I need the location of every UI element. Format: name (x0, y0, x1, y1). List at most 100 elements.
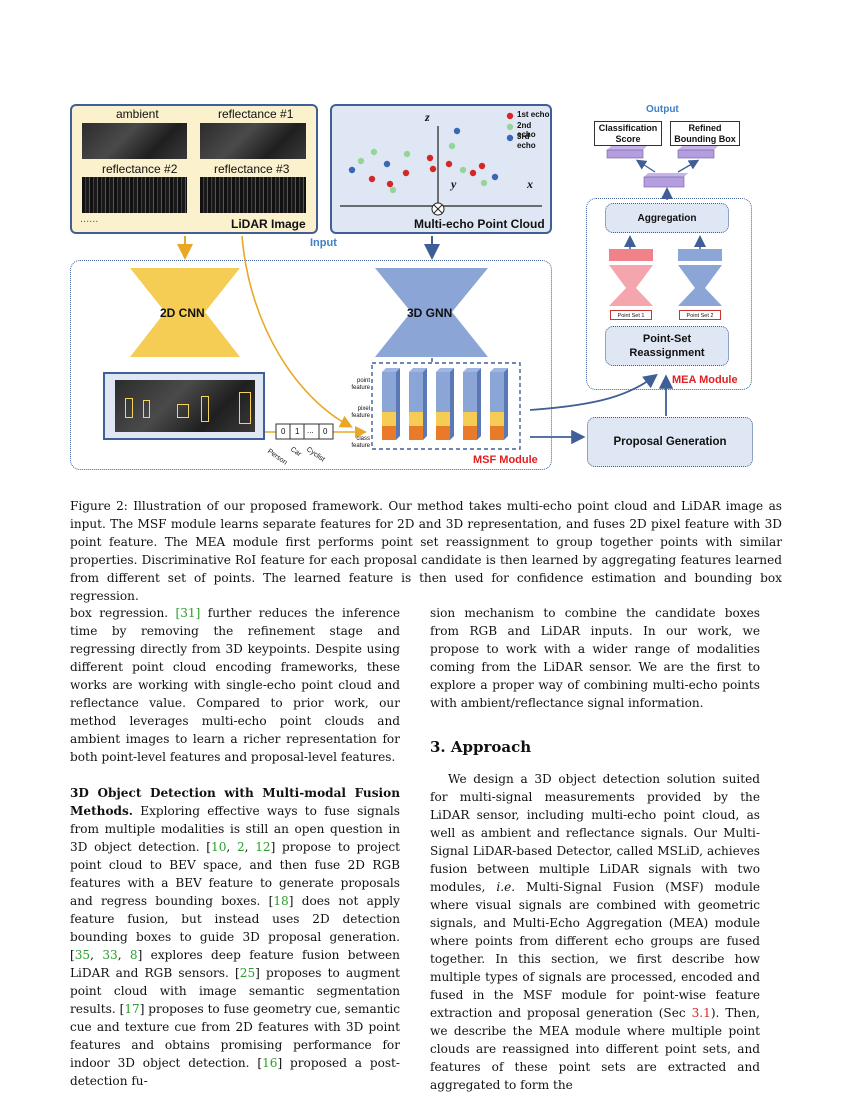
class-value-dots: ... (307, 426, 314, 435)
right-paragraph-1: sion mechanism to combine the candidate … (430, 606, 760, 710)
ambient-image (82, 123, 187, 159)
echo-point (448, 142, 456, 150)
detection-image-panel (103, 372, 265, 440)
echo-point (386, 180, 394, 188)
point-set-1-top (609, 249, 653, 261)
aggregation-box: Aggregation (605, 203, 729, 233)
detection-box (201, 396, 209, 422)
figure-caption: Figure 2: Illustration of our proposed f… (70, 499, 782, 603)
left-column: box regression. [31] further reduces the… (70, 604, 400, 1090)
detection-box (143, 400, 150, 418)
reflectance-3-image (200, 177, 306, 213)
figure-graphics (130, 146, 722, 450)
echo-point (480, 179, 488, 187)
lidar-image-title: LiDAR Image (231, 217, 306, 231)
point-cloud-panel: z y x 1st echo 2nd echo 3rd echo Multi-e… (330, 104, 552, 234)
class-value-1: 1 (295, 427, 300, 436)
class-value-3: 0 (323, 427, 328, 436)
cnn-hourglass (130, 268, 240, 357)
legend-1st-echo: 1st echo (517, 110, 550, 119)
section-ref-link[interactable]: 3.1 (691, 1006, 711, 1020)
legend-marker-2 (506, 123, 514, 131)
proposal-generation-box: Proposal Generation (587, 417, 753, 467)
citation-link[interactable]: 12 (255, 840, 271, 854)
left-paragraph-2: 3D Object Detection with Multi-modal Fus… (70, 786, 400, 1088)
pixel-feature-label: pixel feature (351, 406, 370, 419)
echo-point (429, 165, 437, 173)
lidar-to-feature-curve (241, 235, 353, 428)
echo-point (426, 154, 434, 162)
reflectance-1-label: reflectance #1 (218, 107, 294, 121)
left-paragraph-1: box regression. [31] further reduces the… (70, 606, 400, 764)
point-feature-label: point feature (351, 378, 370, 391)
feature-stack-box (371, 362, 521, 450)
legend-2nd-echo: 2nd echo (517, 121, 536, 139)
refined-box-box: Refined Bounding Box (670, 121, 740, 146)
echo-point (348, 166, 356, 174)
echo-point (368, 175, 376, 183)
gnn-label: 3D GNN (407, 306, 453, 320)
legend-marker-1 (506, 112, 514, 120)
classification-score-box: Classification Score (594, 121, 662, 146)
echo-point (403, 150, 411, 158)
framework-figure: ambient reflectance #1 reflectance #2 re… (0, 0, 850, 480)
point-set-2-hourglass (678, 265, 722, 306)
feature-column (463, 368, 481, 440)
citation-link[interactable]: 33 (102, 948, 118, 962)
lidar-image-panel: ambient reflectance #1 reflectance #2 re… (70, 104, 318, 234)
y-axis-label: y (451, 177, 457, 191)
right-column: sion mechanism to combine the candidate … (430, 604, 760, 1094)
citation-link[interactable]: 17 (124, 1002, 140, 1016)
point-cloud-plot (340, 112, 542, 216)
to-mea-curve (529, 373, 658, 411)
x-axis-label: x (527, 177, 533, 191)
z-axis-label: z (425, 110, 430, 124)
feature-column (436, 368, 454, 440)
legend-3rd-echo: 3rd echo (517, 132, 536, 150)
citation-link[interactable]: 25 (239, 966, 256, 980)
output-feature-block (643, 176, 685, 188)
echo-point (389, 186, 397, 194)
mea-module-label: MEA Module (672, 374, 738, 386)
feature-columns (382, 368, 508, 440)
paragraph-heading: 3D Object Detection with Multi-modal Fus… (70, 786, 400, 818)
echo-point (478, 162, 486, 170)
echo-point (383, 160, 391, 168)
output-label: Output (646, 104, 679, 115)
echo-point (370, 148, 378, 156)
reassignment-box: Point-Set Reassignment (605, 326, 729, 366)
echo-point (402, 169, 410, 177)
detection-box (177, 404, 189, 418)
section-title: 3. Approach (430, 738, 532, 756)
right-paragraph-2: We design a 3D object detection solution… (430, 772, 760, 1092)
citation-link[interactable]: 8 (129, 948, 138, 962)
citation-link[interactable]: 10 (211, 840, 227, 854)
citation-link[interactable]: [31] (175, 606, 201, 620)
legend-marker-3 (506, 134, 514, 142)
feature-column (490, 368, 508, 440)
cnn-label: 2D CNN (160, 306, 205, 320)
detection-image (115, 380, 255, 432)
citation-link[interactable]: 16 (262, 1056, 278, 1070)
ambient-label: ambient (116, 107, 159, 121)
detection-box (239, 392, 251, 424)
citation-link[interactable]: 2 (236, 840, 245, 854)
citation-link[interactable]: 18 (273, 894, 289, 908)
echo-point (453, 127, 461, 135)
point-set-2-top (678, 249, 722, 261)
echo-point (491, 173, 499, 181)
echo-point (459, 166, 467, 174)
gnn-hourglass (375, 268, 488, 357)
citation-link[interactable]: 35 (74, 948, 91, 962)
class-value-0: 0 (281, 427, 286, 436)
echo-point (445, 160, 453, 168)
feature-column (382, 368, 400, 440)
feature-column (409, 368, 427, 440)
mea-module-box (586, 198, 752, 390)
point-set-1-hourglass (609, 265, 653, 306)
point-set-1-label: Point Set 1 (610, 310, 652, 320)
msf-module-label: MSF Module (473, 454, 538, 466)
reflectance-2-label: reflectance #2 (102, 162, 178, 176)
echo-point (469, 169, 477, 177)
detection-box (125, 398, 133, 418)
